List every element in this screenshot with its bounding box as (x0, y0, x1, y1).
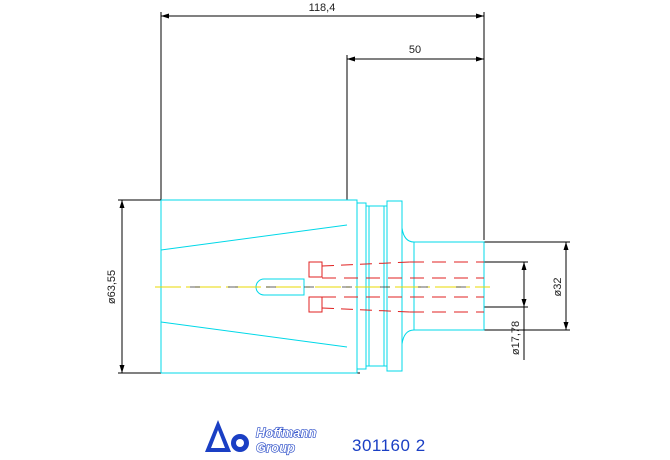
logo-line1: Hoffmann (256, 425, 316, 440)
dim-body-diameter: ø63,55 (106, 270, 118, 304)
hidden-lines (308, 261, 484, 313)
dimension-arrows (119, 13, 569, 373)
hoffmann-logo: Hoffmann Group (205, 420, 317, 456)
part-number: 301160 2 (352, 436, 426, 455)
logo-line2: Group (256, 440, 295, 455)
dim-overall-length: 118,4 (309, 2, 336, 14)
dim-shank-length: 50 (409, 44, 421, 56)
dim-shank-diameter: ø32 (552, 278, 564, 297)
dim-bore-diameter: ø17,78 (510, 321, 522, 355)
dimension-lines (118, 12, 570, 374)
